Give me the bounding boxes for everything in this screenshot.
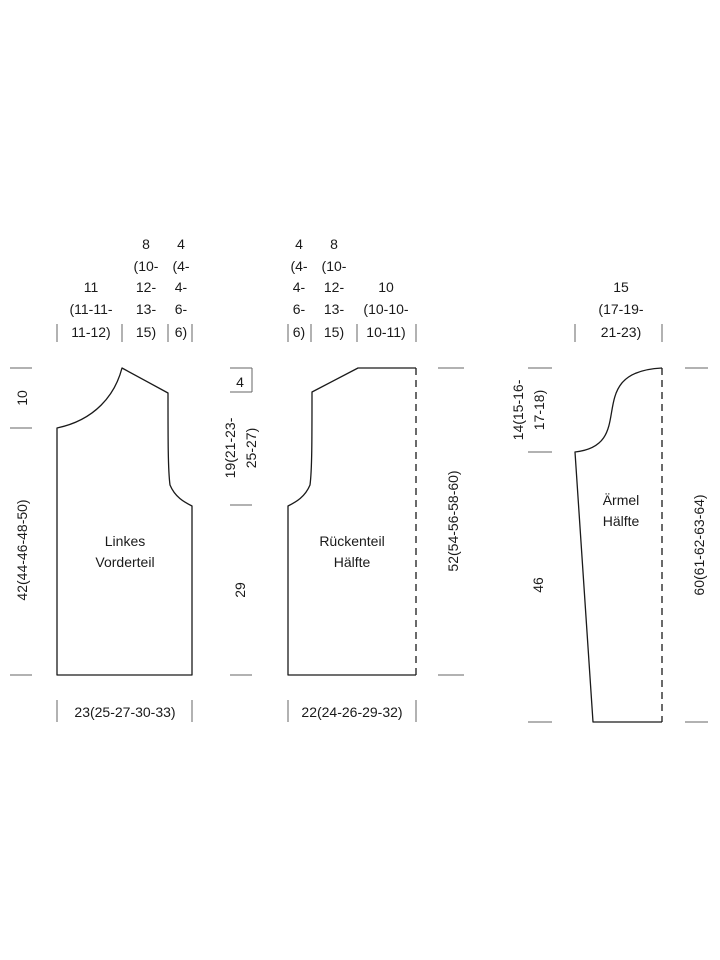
back-bottom-width: 22(24-26-29-32) xyxy=(301,704,402,720)
back-half-piece: Rückenteil Hälfte 4 (4- 4- 6- 6) 8 (10- … xyxy=(222,236,464,722)
back-armhole-depth: 4 (4- 4- 6- 6) xyxy=(290,236,307,340)
sleeve-label-line1: Ärmel xyxy=(603,492,640,508)
front-neck-line3: 12- xyxy=(136,279,157,295)
sleeve-top-line3: 21-23) xyxy=(601,324,641,340)
front-shoulder-line1: 11 xyxy=(84,279,99,295)
front-armhole-line3: 4- xyxy=(175,279,188,295)
sleeve-right-total: 60(61-62-63-64) xyxy=(691,494,707,595)
back-neck-width: 10 (10-10- 10-11) xyxy=(363,279,408,340)
front-armhole-line2: (4- xyxy=(172,258,189,274)
back-label-line2: Hälfte xyxy=(334,554,371,570)
front-neck-line4: 13- xyxy=(136,301,157,317)
sleeve-top-line1: 15 xyxy=(613,279,629,295)
back-label-line1: Rückenteil xyxy=(319,533,384,549)
sleeve-label-line2: Hälfte xyxy=(603,513,640,529)
back-armhole-line4: 6- xyxy=(293,301,306,317)
front-armhole-line4: 6- xyxy=(175,301,188,317)
sleeve-cap-line1: 14(15-16- xyxy=(510,379,526,440)
front-left-total: 42(44-46-48-50) xyxy=(14,499,30,600)
front-bottom-width: 23(25-27-30-33) xyxy=(74,704,175,720)
front-shoulder-line3: 11-12) xyxy=(71,324,110,340)
back-shoulder-width: 8 (10- 12- 13- 15) xyxy=(322,236,347,340)
front-armhole-line5: 6) xyxy=(175,324,187,340)
front-top-ticks xyxy=(56,324,193,342)
sleeve-half-piece: Ärmel Hälfte 15 (17-19- 21-23) 14(15-16-… xyxy=(510,279,708,723)
back-neck-line3: 10-11) xyxy=(366,324,405,340)
back-left-armhole-line2: 25-27) xyxy=(243,428,259,468)
front-neck-line2: (10- xyxy=(134,258,159,274)
back-shoulder-line4: 13- xyxy=(324,301,345,317)
back-top-ticks xyxy=(287,324,417,342)
left-front-label-line1: Linkes xyxy=(105,533,145,549)
front-neck-width: 8 (10- 12- 13- 15) xyxy=(134,236,159,340)
front-left-upper: 10 xyxy=(14,390,30,406)
back-neck-line2: (10-10- xyxy=(363,301,408,317)
sleeve-half-outline xyxy=(574,367,663,723)
front-armhole-depth: 4 (4- 4- 6- 6) xyxy=(172,236,189,340)
back-left-lower: 29 xyxy=(232,582,248,598)
back-armhole-line1: 4 xyxy=(295,236,303,252)
back-shoulder-line5: 15) xyxy=(324,324,344,340)
sleeve-top-line2: (17-19- xyxy=(598,301,643,317)
back-armhole-line3: 4- xyxy=(293,279,306,295)
back-shoulder-line3: 12- xyxy=(324,279,345,295)
back-shoulder-line1: 8 xyxy=(330,236,338,252)
back-left-top: 4 xyxy=(236,374,244,390)
left-front-label-line2: Vorderteil xyxy=(95,554,154,570)
front-armhole-line1: 4 xyxy=(177,236,185,252)
front-shoulder-line2: (11-11- xyxy=(69,301,112,317)
sleeve-left-lower: 46 xyxy=(530,577,546,593)
back-armhole-line2: (4- xyxy=(290,258,307,274)
left-front-outline xyxy=(56,367,193,676)
front-neck-line1: 8 xyxy=(142,236,150,252)
back-armhole-line5: 6) xyxy=(293,324,305,340)
back-shoulder-line2: (10- xyxy=(322,258,347,274)
front-shoulder-width: 11 (11-11- 11-12) xyxy=(69,279,112,340)
left-front-piece: Linkes Vorderteil 11 (11-11- 11-12) 8 (1… xyxy=(10,236,193,722)
sleeve-cap-line2: 17-18) xyxy=(531,390,547,430)
back-left-armhole-line1: 19(21-23- xyxy=(222,417,238,478)
back-half-outline xyxy=(287,367,416,676)
back-right-total: 52(54-56-58-60) xyxy=(445,470,461,571)
front-neck-line5: 15) xyxy=(136,324,156,340)
back-neck-line1: 10 xyxy=(378,279,394,295)
